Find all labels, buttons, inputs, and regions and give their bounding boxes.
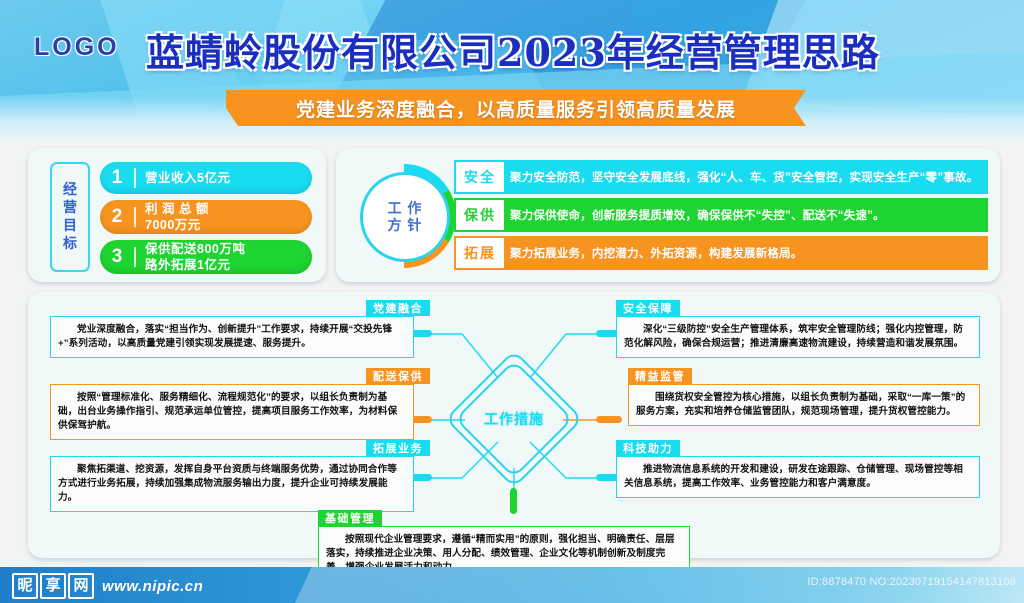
policy-body-supply: 聚力保供使命，创新服务提质增效，确保保供不“失控”、配送不“失速”。 bbox=[510, 210, 885, 222]
watermark: 昵 享 网 www.nipic.cn bbox=[12, 573, 203, 599]
center-diamond-label: 工作措施 bbox=[484, 411, 544, 427]
work-measures-panel: 党建融合 党业深度融合，落实“担当作为、创新提升”工作要求，持续开展“交投先锋+… bbox=[28, 292, 1000, 582]
measure-tag-tech: 科技助力 bbox=[616, 440, 680, 456]
measure-tag-party: 党建融合 bbox=[366, 300, 430, 316]
measure-text-safety: 深化“三级防控”安全生产管理体系，筑牢安全管理防线；强化内控管理，防范化解风险，… bbox=[624, 324, 964, 349]
company-logo: LOGO bbox=[34, 33, 120, 61]
watermark-char-2: 享 bbox=[40, 573, 66, 599]
goals-label-c1: 经 bbox=[63, 181, 77, 198]
measures-center-node[interactable]: 工作措施 bbox=[444, 349, 584, 489]
goal-divider-2 bbox=[134, 206, 136, 228]
measure-box-expand[interactable]: 聚焦拓渠道、挖资源，发挥自身平台资质与终端服务优势，通过协同合作等方式进行业务拓… bbox=[50, 456, 414, 512]
footer-shine bbox=[279, 567, 841, 603]
goal-item-1[interactable]: 1 营业收入5亿元 bbox=[100, 162, 312, 194]
measure-tag-basic: 基础管理 bbox=[318, 510, 382, 526]
goals-label-c4: 标 bbox=[63, 234, 77, 251]
goal-divider-1 bbox=[134, 168, 136, 188]
measure-text-party: 党业深度融合，落实“担当作为、创新提升”工作要求，持续开展“交投先锋+”系列活动… bbox=[58, 324, 393, 349]
footer-watermark-bar: 昵 享 网 www.nipic.cn ID:8878470 NO:2023071… bbox=[0, 567, 1024, 603]
measure-box-tech[interactable]: 推进物流信息系统的开发和建设，研发在途跟踪、仓储管理、现场管控等相关信息系统，提… bbox=[616, 456, 980, 498]
watermark-char-1: 昵 bbox=[12, 573, 38, 599]
policy-row-supply[interactable]: 保供 聚力保供使命，创新服务提质增效，确保保供不“失控”、配送不“失速”。 bbox=[454, 198, 988, 232]
watermark-cn-logo: 昵 享 网 bbox=[12, 573, 94, 599]
asset-id-text: ID:8878470 NO:20230719154147813108 bbox=[807, 576, 1016, 588]
policy-chip-safety: 安全 bbox=[456, 162, 504, 192]
measure-text-expand: 聚焦拓渠道、挖资源，发挥自身平台资质与终端服务优势，通过协同合作等方式进行业务拓… bbox=[58, 464, 397, 503]
goals-label-c2: 营 bbox=[63, 199, 77, 216]
watermark-url: www.nipic.cn bbox=[102, 577, 204, 595]
measure-tag-lean: 精益监管 bbox=[628, 368, 692, 384]
policy-row-safety[interactable]: 安全 聚力安全防范，坚守安全发展底线，强化“人、车、货”安全管控，实现安全生产“… bbox=[454, 160, 988, 194]
subtitle-text: 党建业务深度融合，以高质量服务引领高质量发展 bbox=[295, 99, 736, 121]
policy-body-safety: 聚力安全防范，坚守安全发展底线，强化“人、车、货”安全管控，实现安全生产“零”事… bbox=[510, 172, 979, 184]
measure-box-party[interactable]: 党业深度融合，落实“担当作为、创新提升”工作要求，持续开展“交投先锋+”系列活动… bbox=[50, 316, 414, 358]
goal-item-3[interactable]: 3 保供配送800万吨路外拓展1亿元 bbox=[100, 240, 312, 274]
measure-box-safety[interactable]: 深化“三级防控”安全生产管理体系，筑牢安全管理防线；强化内控管理，防范化解风险，… bbox=[616, 316, 980, 358]
subtitle-ribbon: 党建业务深度融合，以高质量服务引领高质量发展 bbox=[226, 90, 806, 126]
policy-wheel-label: 工 作方 针 bbox=[387, 199, 423, 234]
goal-number-2: 2 bbox=[111, 206, 123, 227]
goals-label-c3: 目 bbox=[63, 217, 77, 233]
measure-tag-delivery: 配送保供 bbox=[366, 368, 430, 384]
work-policy-panel: 工 作方 针 安全 聚力安全防范，坚守安全发展底线，强化“人、车、货”安全管控，… bbox=[336, 148, 1000, 282]
goal-divider-3 bbox=[134, 246, 136, 268]
measure-tag-expand: 拓展业务 bbox=[366, 440, 430, 456]
policy-chip-expansion: 拓展 bbox=[456, 238, 504, 268]
goal-text-1: 营业收入5亿元 bbox=[145, 171, 231, 185]
policy-chip-supply: 保供 bbox=[456, 200, 504, 230]
goal-text-3: 保供配送800万吨路外拓展1亿元 bbox=[145, 242, 246, 272]
goals-vertical-label: 经 营 目 标 bbox=[50, 162, 90, 272]
policy-row-expansion[interactable]: 拓展 聚力拓展业务，内挖潜力、外拓资源，构建发展新格局。 bbox=[454, 236, 988, 270]
measure-tag-safety: 安全保障 bbox=[616, 300, 680, 316]
center-diamond-label-wrap: 工作措施 bbox=[465, 370, 563, 468]
measure-box-delivery[interactable]: 按照“管理标准化、服务精细化、流程规范化”的要求，以组长负责制为基础，出台业务操… bbox=[50, 384, 414, 440]
measure-text-delivery: 按照“管理标准化、服务精细化、流程规范化”的要求，以组长负责制为基础，出台业务操… bbox=[58, 392, 398, 431]
watermark-char-3: 网 bbox=[68, 573, 94, 599]
page-title: 蓝蜻蛉股份有限公司2023年经营管理思路 bbox=[146, 30, 880, 75]
measure-text-tech: 推进物流信息系统的开发和建设，研发在途跟踪、仓储管理、现场管控等相关信息系统，提… bbox=[624, 464, 963, 489]
goal-number-3: 3 bbox=[111, 246, 123, 267]
policy-body-expansion: 聚力拓展业务，内挖潜力、外拓资源，构建发展新格局。 bbox=[510, 248, 803, 260]
measure-text-lean: 围绕货权安全管控为核心措施，以组长负责制为基础，采取“一库一策”的服务方案，充实… bbox=[636, 392, 966, 417]
goal-number-1: 1 bbox=[111, 167, 123, 188]
policy-wheel-center: 工 作方 针 bbox=[360, 172, 450, 262]
measure-box-lean[interactable]: 围绕货权安全管控为核心措施，以组长负责制为基础，采取“一库一策”的服务方案，充实… bbox=[628, 384, 980, 426]
policy-wheel: 工 作方 针 bbox=[352, 164, 456, 268]
